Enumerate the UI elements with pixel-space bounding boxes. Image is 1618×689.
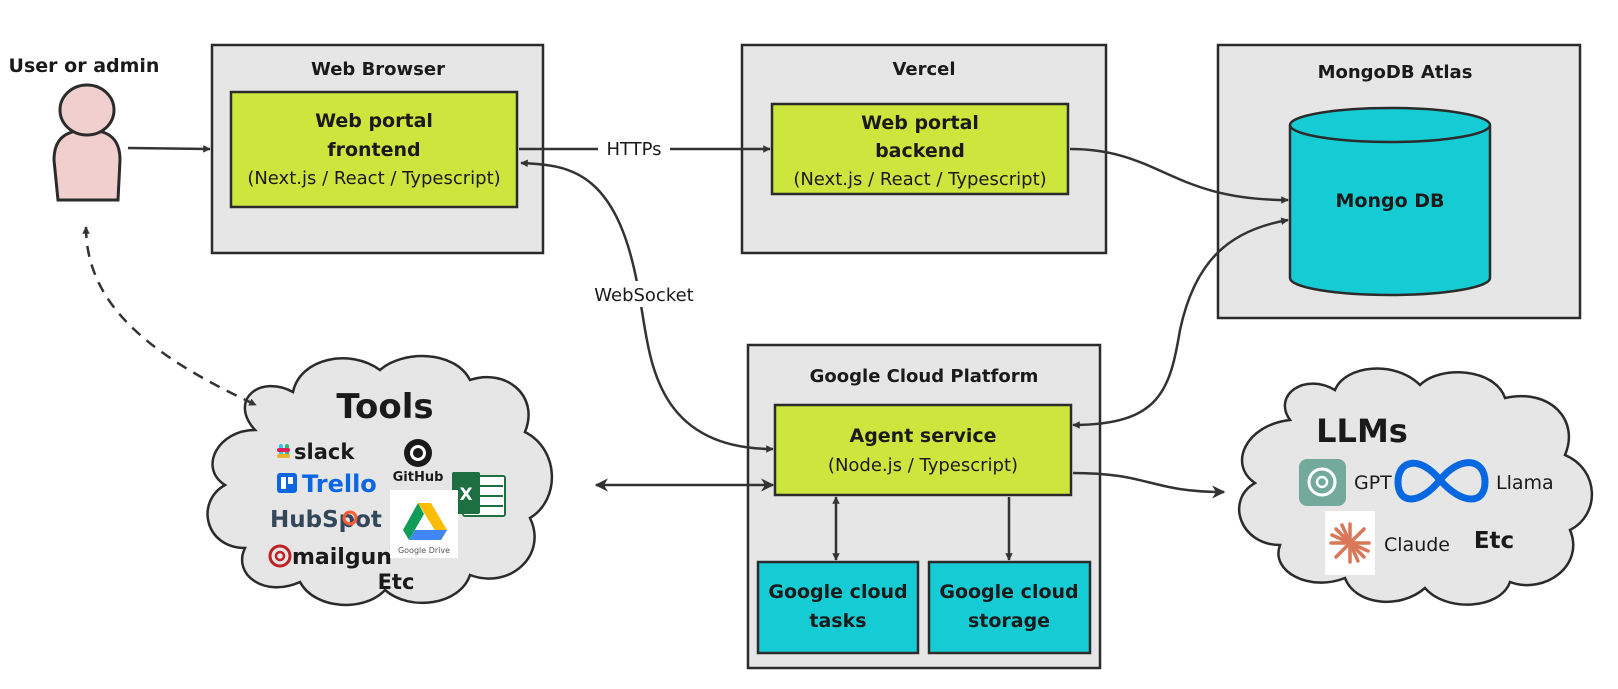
user-actor: User or admin — [9, 55, 160, 202]
backend-line-2: backend — [875, 140, 965, 162]
mongodb-atlas-title: MongoDB Atlas — [1318, 62, 1473, 83]
vercel-title: Vercel — [892, 59, 955, 80]
user-label: User or admin — [9, 55, 160, 77]
hubspot-wordmark: HubSpot — [270, 507, 382, 533]
mongodb-atlas-frame: MongoDB Atlas Mongo DB — [1216, 43, 1582, 320]
tools-title: Tools — [336, 387, 433, 427]
user-to-browser-arrow — [127, 145, 211, 153]
meta-icon — [1394, 459, 1489, 503]
mongo-db-cylinder: Mongo DB — [1288, 106, 1492, 297]
excel-icon: X — [452, 472, 506, 517]
google-drive-icon: Google Drive — [390, 490, 458, 558]
claude-icon — [1325, 511, 1375, 575]
vercel-frame: Vercel Web portal backend (Next.js / Rea… — [740, 43, 1108, 255]
claude-label: Claude — [1384, 534, 1450, 556]
storage-line-2: storage — [968, 610, 1050, 632]
backend-to-mongo-arrow — [1069, 147, 1289, 204]
gcp-title: Google Cloud Platform — [810, 366, 1039, 387]
hubspot-icon: HubSpot — [270, 507, 382, 533]
gpt-label: GPT — [1354, 472, 1392, 494]
llama-label: Llama — [1496, 472, 1554, 494]
agent-service-box: Agent service (Node.js / Typescript) — [773, 403, 1073, 497]
frontend-line-1: Web portal — [315, 110, 433, 132]
trello-icon — [277, 473, 297, 493]
llms-title: LLMs — [1316, 412, 1408, 450]
frontend-line-2: frontend — [327, 139, 420, 161]
backend-line-1: Web portal — [861, 112, 979, 134]
backend-line-3: (Next.js / React / Typescript) — [793, 169, 1046, 190]
web-browser-frame: Web Browser Web portal frontend (Next.js… — [210, 43, 545, 255]
tasks-line-1: Google cloud — [768, 581, 907, 603]
websocket-label: WebSocket — [594, 285, 694, 306]
llms-cloud: LLMs GPT Llama Claude Etc — [1238, 367, 1594, 606]
github-wordmark: GitHub — [393, 470, 444, 485]
tasks-line-2: tasks — [809, 610, 866, 632]
person-icon — [52, 83, 122, 202]
mailgun-wordmark: mailgun — [292, 545, 392, 570]
gcp-frame: Google Cloud Platform Agent service (Nod… — [746, 343, 1102, 670]
agent-to-mongo-arrow — [1072, 217, 1289, 429]
google-cloud-storage-box: Google cloud storage — [927, 560, 1092, 655]
slack-wordmark: slack — [294, 440, 355, 464]
web-portal-backend-box: Web portal backend (Next.js / React / Ty… — [770, 102, 1070, 196]
agent-to-llms-arrow — [1072, 471, 1226, 499]
openai-icon — [1299, 459, 1346, 506]
llms-etc: Etc — [1474, 528, 1514, 554]
trello-wordmark: Trello — [302, 470, 377, 498]
tools-etc: Etc — [378, 570, 415, 594]
tools-cloud: Tools slack Trello HubSpot mailgun — [206, 354, 554, 607]
agent-service-line-1: Agent service — [849, 425, 996, 447]
google-cloud-tasks-box: Google cloud tasks — [756, 560, 920, 655]
web-browser-title: Web Browser — [311, 59, 445, 80]
web-portal-frontend-box: Web portal frontend (Next.js / React / T… — [229, 90, 519, 209]
excel-letter: X — [459, 485, 472, 505]
frontend-line-3: (Next.js / React / Typescript) — [247, 168, 500, 189]
https-label: HTTPs — [606, 139, 661, 160]
slack-icon — [277, 444, 290, 458]
connectors: HTTPs WebSocket — [82, 135, 1289, 561]
mongo-db-label: Mongo DB — [1335, 190, 1444, 212]
mailgun-icon — [268, 544, 292, 568]
agent-service-line-2: (Node.js / Typescript) — [828, 455, 1018, 476]
user-to-tools-arrow — [82, 226, 257, 407]
github-icon: GitHub — [393, 439, 444, 485]
storage-line-1: Google cloud — [939, 581, 1078, 603]
google-drive-caption: Google Drive — [398, 546, 450, 555]
